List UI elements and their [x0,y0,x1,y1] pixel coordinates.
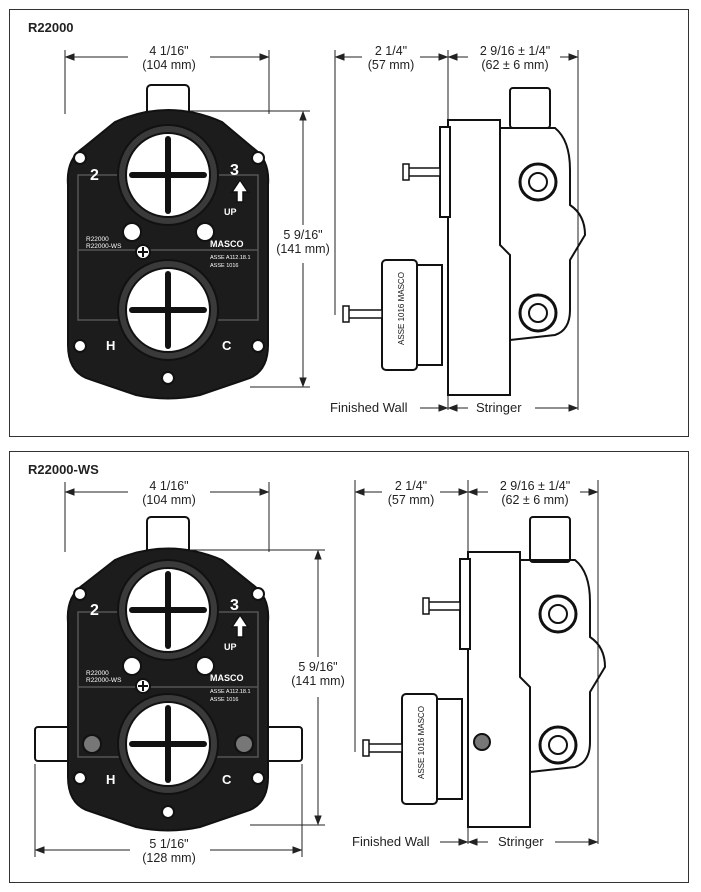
width-dimension: 4 1/16" (104 mm) [142,44,196,72]
side-dimension-lines [334,53,579,412]
marking-asse-a112: ASSE A112.18.1 [210,689,251,695]
port-label-2: 2 [90,167,99,184]
panel-title: R22000-WS [28,462,99,477]
front-and-side-drawing: 2 3 UP H C R22000 R22000-WS MASCO ASSE A… [64,50,587,412]
front-and-side-drawing: 2 3 UP H C R22000 R22000-WS MASCO ASSE A… [34,480,607,857]
port-label-h: H [106,338,115,353]
panel-r22000: R22000 [9,9,689,437]
stringer-label: Stringer [498,834,544,849]
port-label-2: 2 [90,602,99,619]
panel-title: R22000 [28,20,74,35]
width-dimension: 4 1/16" (104 mm) [142,479,196,507]
port-label-c: C [222,338,232,353]
front-view: 2 3 UP H C R22000 R22000-WS MASCO ASSE A… [66,84,270,400]
trim-marking: ASSE 1016 MASCO [417,706,426,779]
depth-right-dimension: 2 9/16 ± 1/4" (62 ± 6 mm) [499,479,571,507]
finished-wall-label: Finished Wall [352,834,430,849]
bottom-width-dimension: 5 1/16" (128 mm) [142,837,196,865]
marking-r22000: R22000 [86,236,109,243]
marking-asse-1016: ASSE 1016 [210,263,238,269]
port-label-c: C [222,772,232,787]
trim-marking: ASSE 1016 MASCO [397,272,406,345]
front-view: 2 3 UP H C R22000 R22000-WS MASCO ASSE A… [34,516,303,832]
port-label-3: 3 [230,162,239,179]
marking-r22000-ws: R22000-WS [86,677,122,684]
front-dimension-lines [34,482,325,857]
marking-asse-1016: ASSE 1016 [210,697,238,703]
height-dimension: 5 9/16" (141 mm) [276,228,330,256]
height-dimension: 5 9/16" (141 mm) [291,660,345,688]
finished-wall-label: Finished Wall [330,400,408,415]
stringer-label: Stringer [476,400,522,415]
side-dimension-lines [354,488,599,846]
marking-asse-a112: ASSE A112.18.1 [210,255,251,261]
panel-r22000-ws: R22000-WS [9,451,689,883]
port-label-h: H [106,772,115,787]
depth-right-dimension: 2 9/16 ± 1/4" (62 ± 6 mm) [479,44,551,72]
port-label-3: 3 [230,597,239,614]
front-dimension-lines [64,50,310,388]
depth-left-dimension: 2 1/4" (57 mm) [387,479,435,507]
side-view: ASSE 1016 MASCO [334,50,587,410]
marking-masco: MASCO [210,239,244,249]
depth-left-dimension: 2 1/4" (57 mm) [367,44,415,72]
marking-r22000-ws: R22000-WS [86,243,122,250]
side-view: ASSE 1016 MASCO [354,480,607,844]
marking-masco: MASCO [210,673,244,683]
up-label: UP [224,207,237,217]
marking-r22000: R22000 [86,670,109,677]
up-label: UP [224,642,237,652]
